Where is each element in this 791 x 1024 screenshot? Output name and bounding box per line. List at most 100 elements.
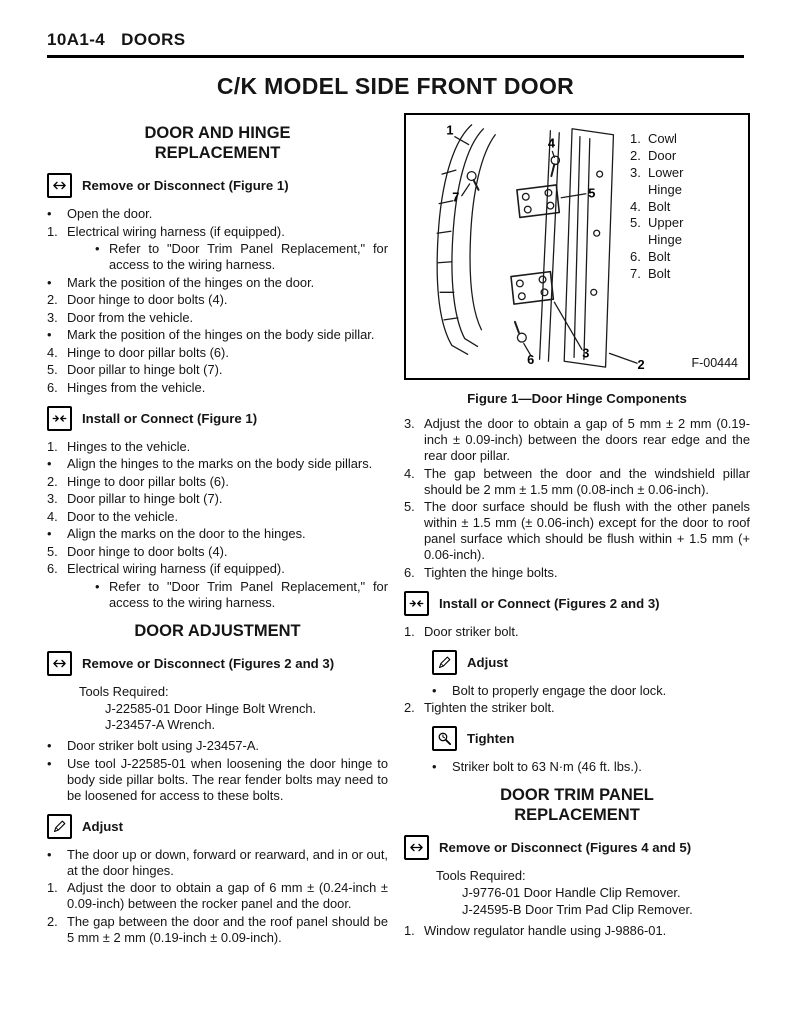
- procedure-list: • Striker bolt to 63 N·m (46 ft. lbs.).: [404, 759, 750, 775]
- list-text: Electrical wiring harness (if equipped).: [67, 223, 285, 239]
- list-marker: •: [95, 241, 100, 257]
- list-text: Striker bolt to 63 N·m (46 ft. lbs.).: [452, 759, 642, 774]
- legend-item: 1.Cowl: [630, 131, 696, 148]
- list-item: • Mark the position of the hinges on the …: [47, 275, 388, 291]
- figure-caption: Figure 1—Door Hinge Components: [467, 391, 687, 406]
- list-marker: •: [47, 274, 52, 290]
- list-item: 2.Hinge to door pillar bolts (6).: [47, 474, 388, 490]
- list-marker: 4.: [404, 465, 415, 481]
- tool-item: J-23457-A Wrench.: [105, 717, 216, 733]
- legend-text: Bolt: [648, 198, 671, 214]
- list-marker: •: [47, 456, 52, 472]
- list-text: Open the door.: [67, 206, 153, 222]
- list-text: Use tool J-22585-01 when loosening the d…: [67, 755, 388, 803]
- list-item: 1.Window regulator handle using J-9886-0…: [404, 923, 750, 939]
- legend-text: Bolt: [648, 249, 671, 265]
- page-number: 10A1-4: [47, 30, 106, 49]
- list-text: Door hinge to door bolts (4).: [67, 543, 228, 559]
- callout-1: 1: [446, 123, 453, 138]
- remove-icon: [404, 835, 429, 861]
- section-heading: DOOR ADJUSTMENT: [134, 621, 301, 640]
- list-item: • Mark the position of the hinges on the …: [47, 327, 388, 343]
- install-icon: [404, 590, 429, 616]
- remove-icon: [47, 173, 72, 199]
- list-item: •The door up or down, forward or rearwar…: [47, 847, 388, 879]
- list-item: 5.Door pillar to hinge bolt (7).: [47, 362, 388, 378]
- list-item: •Refer to "Door Trim Panel Replacement,"…: [95, 579, 388, 611]
- list-text: The door up or down, forward or rearward…: [67, 846, 389, 878]
- legend-item: 5.Upper Hinge: [630, 215, 696, 249]
- list-text: Hinges from the vehicle.: [67, 379, 206, 395]
- list-text: Tighten the hinge bolts.: [424, 564, 558, 580]
- list-marker: 4.: [47, 344, 58, 360]
- legend-text: Lower Hinge: [648, 164, 684, 197]
- list-marker: 5.: [47, 543, 58, 559]
- tool-item: J-22585-01 Door Hinge Bolt Wrench.: [105, 700, 317, 716]
- list-marker: •: [432, 759, 437, 774]
- legend-item: 4.Bolt: [630, 199, 696, 216]
- list-item: 2. The gap between the door and the roof …: [47, 914, 388, 946]
- list-marker: 5.: [404, 499, 415, 514]
- callout-3: 3: [582, 345, 589, 360]
- figure-code: F-00444: [691, 356, 738, 370]
- list-item: •Bolt to properly engage the door lock.: [432, 683, 750, 699]
- legend-text: Bolt: [648, 266, 671, 282]
- list-item: •Align the marks on the door to the hing…: [47, 526, 388, 542]
- adjust-icon: [432, 649, 457, 675]
- callout-5: 5: [588, 186, 595, 201]
- list-text: Adjust the door to obtain a gap of 5 mm …: [424, 416, 750, 463]
- legend-item: 6.Bolt: [630, 249, 696, 266]
- procedure-list: • Open the door. 1.Electrical wiring harne…: [47, 206, 388, 396]
- list-item: 4.The gap between the door and the winds…: [404, 466, 750, 498]
- list-text: Window regulator handle using J-9886-01.: [424, 922, 667, 938]
- list-text: Mark the position of the hinges on the b…: [67, 327, 375, 343]
- procedure-header: Remove or Disconnect (Figures 4 and 5): [404, 835, 750, 861]
- list-text: Bolt to properly engage the door lock.: [452, 682, 667, 698]
- legend-text: Cowl: [648, 131, 677, 146]
- list-marker: 1.: [47, 438, 58, 454]
- list-marker: 4.: [47, 508, 58, 524]
- list-text: Hinge to door pillar bolts (6).: [67, 473, 229, 489]
- list-item: 1.Electrical wiring harness (if equipped…: [47, 224, 388, 240]
- list-marker: 6.: [47, 379, 58, 395]
- install-icon: [47, 405, 72, 431]
- tighten-icon: [432, 726, 457, 751]
- tool-item: J-9776-01 Door Handle Clip Remover.: [462, 885, 681, 901]
- list-marker: 3.: [47, 491, 58, 507]
- remove-icon: [47, 650, 72, 676]
- procedure-label: Remove or Disconnect (Figures 2 and 3): [82, 655, 335, 671]
- list-item: •Use tool J-22585-01 when loosening the …: [47, 756, 388, 804]
- list-marker: 2.: [47, 913, 58, 929]
- list-marker: 6.: [404, 564, 415, 580]
- list-text: The gap between the door and the roof pa…: [67, 913, 388, 945]
- page-title: C/K MODEL SIDE FRONT DOOR: [216, 73, 575, 99]
- list-marker: 3.: [47, 309, 58, 325]
- list-item: 4.Hinge to door pillar bolts (6).: [47, 345, 388, 361]
- callout-4: 4: [548, 136, 556, 151]
- list-item: 3.Adjust the door to obtain a gap of 5 m…: [404, 416, 750, 464]
- tool-item: J-24595-B Door Trim Pad Clip Remover.: [462, 901, 693, 917]
- list-text: Refer to "Door Trim Panel Replacement," …: [109, 578, 388, 610]
- procedure-header: Install or Connect (Figures 2 and 3): [404, 590, 750, 616]
- list-text: Align the hinges to the marks on the bod…: [67, 456, 373, 472]
- list-item: • Align the hinges to the marks on the bo…: [47, 456, 388, 472]
- tools-required-title: Tools Required:: [436, 868, 526, 884]
- list-marker: •: [47, 327, 52, 343]
- list-marker: •: [47, 206, 52, 222]
- list-text: Mark the position of the hinges on the d…: [67, 274, 315, 290]
- legend-number: 3.: [630, 164, 641, 180]
- procedure-label: Tighten: [467, 731, 515, 746]
- header-section-label: DOORS: [121, 30, 186, 49]
- procedure-label: Remove or Disconnect (Figures 4 and 5): [439, 840, 692, 856]
- list-text: Adjust the door to obtain a gap of 6 mm …: [67, 880, 388, 912]
- list-item: 3.Door pillar to hinge bolt (7).: [47, 491, 388, 507]
- page-header: 10A1-4 DOORS: [47, 30, 744, 58]
- procedure-list: 1.Door striker bolt.: [404, 624, 750, 640]
- list-text: Door pillar to hinge bolt (7).: [67, 362, 223, 378]
- adjust-icon: [47, 813, 72, 839]
